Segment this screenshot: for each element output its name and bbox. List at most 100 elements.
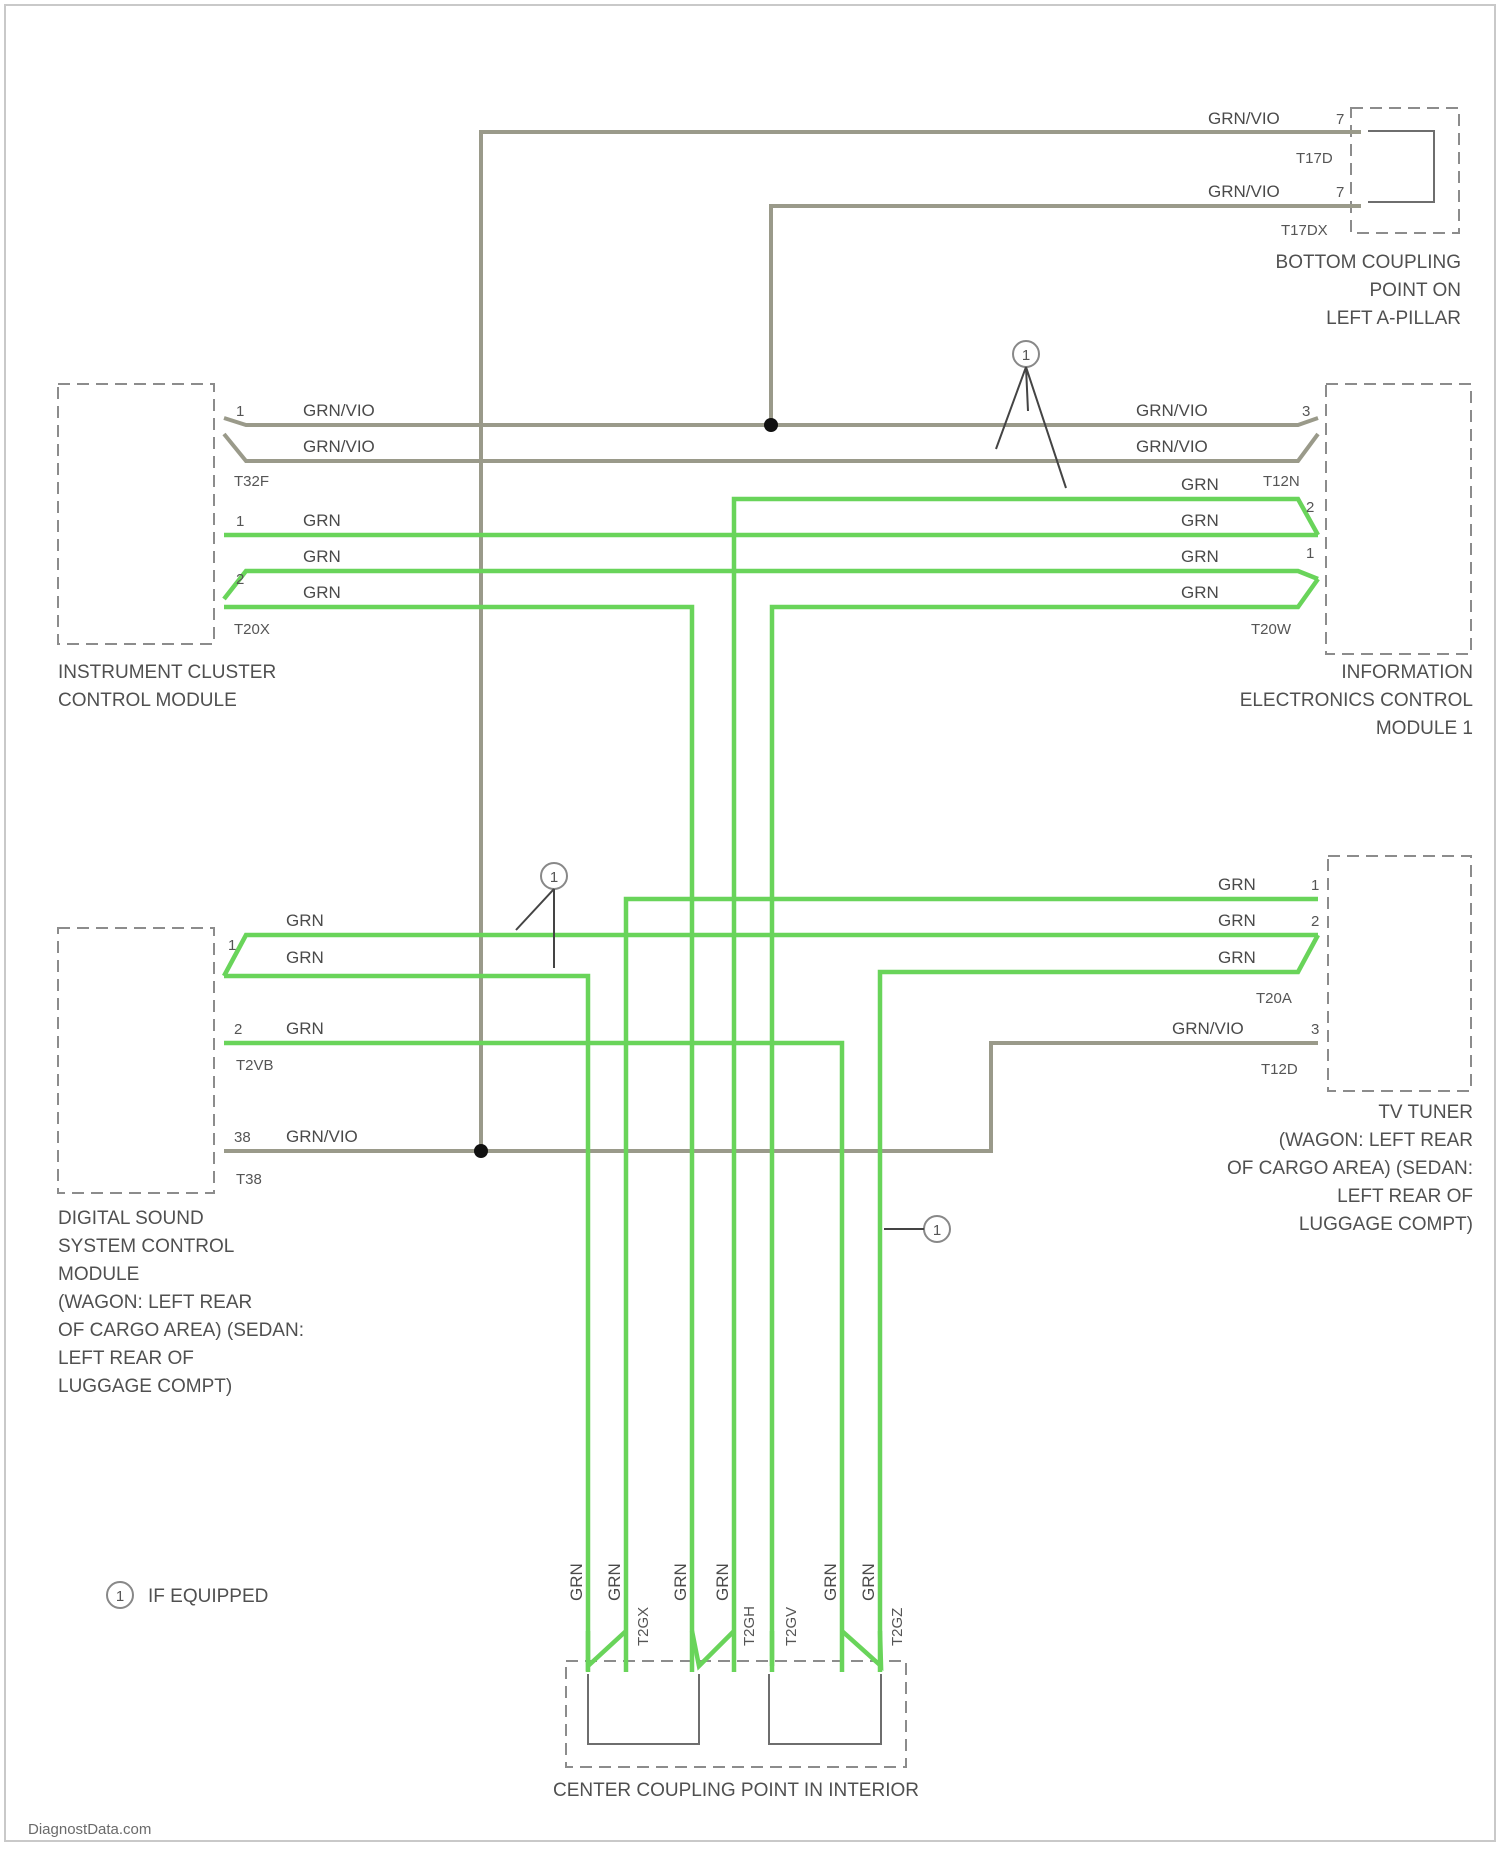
pin-tv-2: 2 — [1311, 913, 1319, 930]
tv-tuner-name-3: OF CARGO AREA) (SEDAN: — [1227, 1158, 1473, 1179]
pin-dsp-1: 1 — [228, 937, 236, 954]
connector-t2vb: T2VB — [236, 1057, 274, 1074]
wire-label-center-3: GRN — [671, 1563, 690, 1601]
legend-text: IF EQUIPPED — [148, 1586, 268, 1607]
digital-sound-name-2: SYSTEM CONTROL — [58, 1236, 234, 1257]
bottom-coupling-name-3: LEFT A-PILLAR — [1326, 308, 1461, 329]
wire-label-info-2: GRN/VIO — [1136, 437, 1208, 456]
bottom-coupling-name-2: POINT ON — [1370, 280, 1462, 301]
info-electronics-box — [1326, 384, 1471, 654]
wiring-diagram: 1 1 1 GRN/VIO GRN/VIO GRN/VIO GRN/VIO GR… — [6, 6, 1498, 1844]
wire-label-t17d: GRN/VIO — [1208, 109, 1280, 128]
wire-grn-t20-2 — [224, 571, 1318, 599]
wire-label-tv-1: GRN — [1218, 875, 1256, 894]
center-coupling-box — [566, 1661, 906, 1767]
pin-cluster-can: 1 — [236, 403, 244, 420]
digital-sound-name-4: (WAGON: LEFT REAR — [58, 1292, 252, 1313]
pin-tv-1: 1 — [1311, 877, 1319, 894]
digital-sound-name-1: DIGITAL SOUND — [58, 1208, 204, 1229]
connector-center-3: T2GV — [783, 1607, 800, 1646]
instrument-cluster-name-1: INSTRUMENT CLUSTER — [58, 662, 276, 683]
pin-dsp-38: 38 — [234, 1129, 251, 1146]
pin-cluster-t20-1: 1 — [236, 513, 244, 530]
connector-t17d: T17D — [1296, 150, 1333, 167]
connector-t20a: T20A — [1256, 990, 1292, 1007]
wire-grn-info-down-a — [734, 499, 1318, 1672]
pin-tv-3: 3 — [1311, 1021, 1319, 1038]
wiring-diagram-sheet: 1 1 1 GRN/VIO GRN/VIO GRN/VIO GRN/VIO GR… — [4, 4, 1496, 1842]
instrument-cluster-box — [58, 384, 214, 644]
wire-label-dsp-3: GRN — [286, 1019, 324, 1038]
wire-grn-tv-3-down — [880, 935, 1318, 1672]
connector-center-1: T2GX — [635, 1607, 652, 1646]
bottom-coupling-name-1: BOTTOM COUPLING — [1276, 252, 1461, 273]
wire-label-cluster-4: GRN — [303, 547, 341, 566]
wire-label-t17dx: GRN/VIO — [1208, 182, 1280, 201]
connector-t32f: T32F — [234, 473, 269, 490]
wire-label-tv-2: GRN — [1218, 911, 1256, 930]
tv-tuner-name-5: LUGGAGE COMPT) — [1299, 1214, 1473, 1235]
center-coupling-name: CENTER COUPLING POINT IN INTERIOR — [553, 1780, 919, 1801]
tv-tuner-box — [1328, 856, 1471, 1091]
wire-label-center-4: GRN — [713, 1563, 732, 1601]
connector-t20w: T20W — [1251, 621, 1292, 638]
wire-label-dsp-2: GRN — [286, 948, 324, 967]
bottom-coupling-box — [1351, 108, 1459, 233]
wire-grn-info-down-b — [772, 579, 1318, 1672]
connector-t17dx: T17DX — [1281, 222, 1328, 239]
pin-info-t20-2: 2 — [1306, 499, 1314, 516]
watermark: DiagnostData.com — [28, 1821, 151, 1838]
info-electronics-name-1: INFORMATION — [1341, 662, 1473, 683]
callout-number-upper: 1 — [1022, 347, 1030, 364]
pin-cluster-t20-2: 2 — [236, 571, 244, 588]
digital-sound-name-5: OF CARGO AREA) (SEDAN: — [58, 1320, 304, 1341]
wire-label-center-6: GRN — [859, 1563, 878, 1601]
splice-dot-upper — [764, 418, 778, 432]
digital-sound-box — [58, 928, 214, 1193]
wire-label-info-5: GRN — [1181, 547, 1219, 566]
callout-leaders-upper — [996, 367, 1066, 488]
pin-info-t20-1: 1 — [1306, 545, 1314, 562]
legend-number: 1 — [116, 1588, 124, 1605]
callout-number-right: 1 — [933, 1222, 941, 1239]
connector-t38: T38 — [236, 1171, 262, 1188]
pin-dsp-2: 2 — [234, 1021, 242, 1038]
wire-grnvio-t17dx — [771, 206, 1361, 425]
wire-label-cluster-5: GRN — [303, 583, 341, 602]
connector-t12d: T12D — [1261, 1061, 1298, 1078]
wire-grnvio-t17d — [481, 132, 1361, 1151]
digital-sound-name-7: LUGGAGE COMPT) — [58, 1376, 232, 1397]
wire-label-dsp-1: GRN — [286, 911, 324, 930]
wire-label-cluster-1: GRN/VIO — [303, 401, 375, 420]
info-electronics-name-2: ELECTRONICS CONTROL — [1240, 690, 1473, 711]
tv-tuner-name-1: TV TUNER — [1378, 1102, 1473, 1123]
pin-t17dx: 7 — [1336, 184, 1344, 201]
wire-label-center-5: GRN — [821, 1563, 840, 1601]
center-coupling-bridge-a — [588, 1674, 699, 1744]
connector-center-4: T2GZ — [889, 1608, 906, 1646]
wire-label-dsp-4: GRN/VIO — [286, 1127, 358, 1146]
wire-label-info-1: GRN/VIO — [1136, 401, 1208, 420]
digital-sound-name-3: MODULE — [58, 1264, 139, 1285]
connector-t12n: T12N — [1263, 473, 1300, 490]
tv-tuner-name-2: (WAGON: LEFT REAR — [1279, 1130, 1473, 1151]
callout-leaders-lower — [516, 889, 554, 968]
wire-label-center-1: GRN — [567, 1563, 586, 1601]
pin-info-can: 3 — [1302, 403, 1310, 420]
callout-number-lower: 1 — [550, 869, 558, 886]
wire-label-center-2: GRN — [605, 1563, 624, 1601]
wire-label-tv-4: GRN/VIO — [1172, 1019, 1244, 1038]
wire-label-info-6: GRN — [1181, 583, 1219, 602]
bottom-coupling-bridge — [1368, 131, 1434, 202]
tv-tuner-name-4: LEFT REAR OF — [1337, 1186, 1473, 1207]
splice-dot-lower — [474, 1144, 488, 1158]
wire-label-cluster-3: GRN — [303, 511, 341, 530]
wire-grn-tv-1-down — [626, 899, 1318, 1672]
connector-center-2: T2GH — [741, 1606, 758, 1646]
pin-t17d: 7 — [1336, 111, 1344, 128]
digital-sound-name-6: LEFT REAR OF — [58, 1348, 194, 1369]
instrument-cluster-name-2: CONTROL MODULE — [58, 690, 237, 711]
connector-t20x: T20X — [234, 621, 270, 638]
wire-label-tv-3: GRN — [1218, 948, 1256, 967]
wire-label-cluster-2: GRN/VIO — [303, 437, 375, 456]
